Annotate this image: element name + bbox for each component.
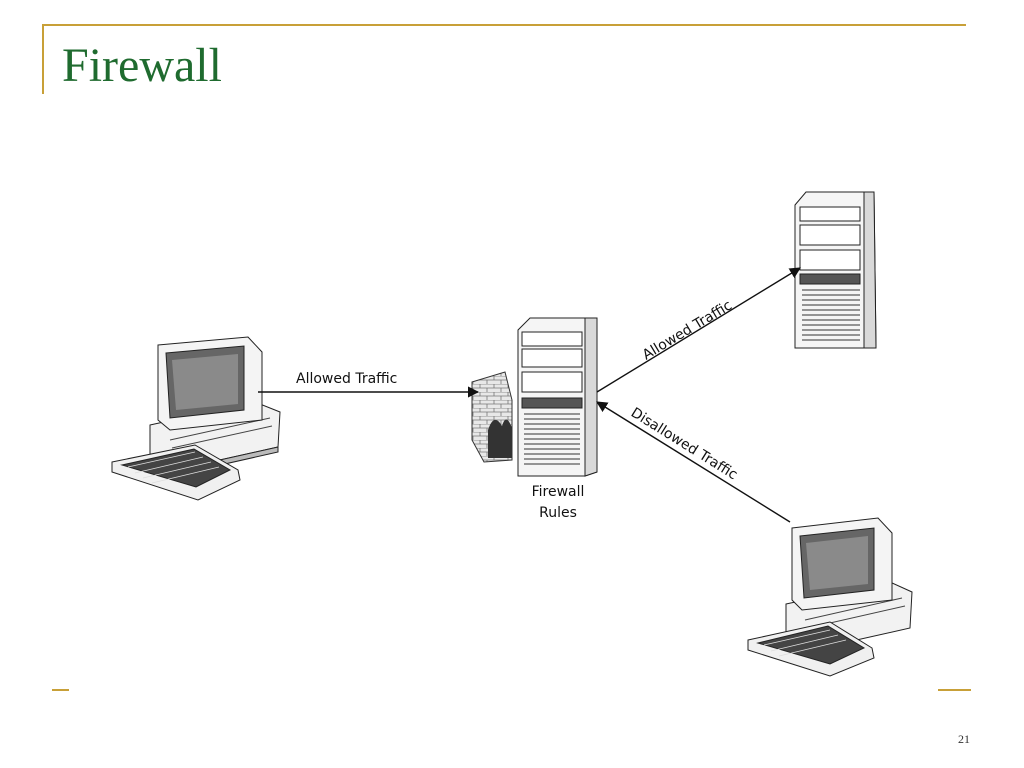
footer-rule-right bbox=[938, 689, 971, 691]
pc-monitor bbox=[791, 517, 893, 611]
brick-wall-icon bbox=[471, 371, 513, 463]
firewall-server bbox=[471, 317, 598, 477]
server-top-right bbox=[794, 191, 877, 349]
client-computer-bottom-right bbox=[747, 517, 913, 677]
page-number: 21 bbox=[958, 732, 970, 746]
client-computer-left bbox=[111, 336, 281, 501]
footer-rule-left bbox=[52, 689, 69, 691]
firewall-tower bbox=[517, 317, 598, 477]
slide-title: Firewall bbox=[62, 39, 222, 92]
left-rule bbox=[42, 24, 44, 94]
edge-label-allowed-left: Allowed Traffic bbox=[296, 371, 397, 387]
arrow-firewall-to-server bbox=[596, 267, 801, 393]
edge-label-allowed-right: Allowed Traffic bbox=[640, 297, 735, 363]
pc-keyboard bbox=[111, 444, 241, 501]
edge-label-disallowed: Disallowed Traffic bbox=[628, 405, 740, 483]
pc-monitor bbox=[157, 336, 263, 431]
firewall-label-line1: Firewall bbox=[532, 484, 585, 500]
pc-keyboard bbox=[747, 621, 875, 677]
top-rule bbox=[42, 24, 966, 26]
arrow-client-to-firewall-disallowed bbox=[596, 401, 791, 523]
firewall-label-line2: Rules bbox=[539, 505, 577, 521]
